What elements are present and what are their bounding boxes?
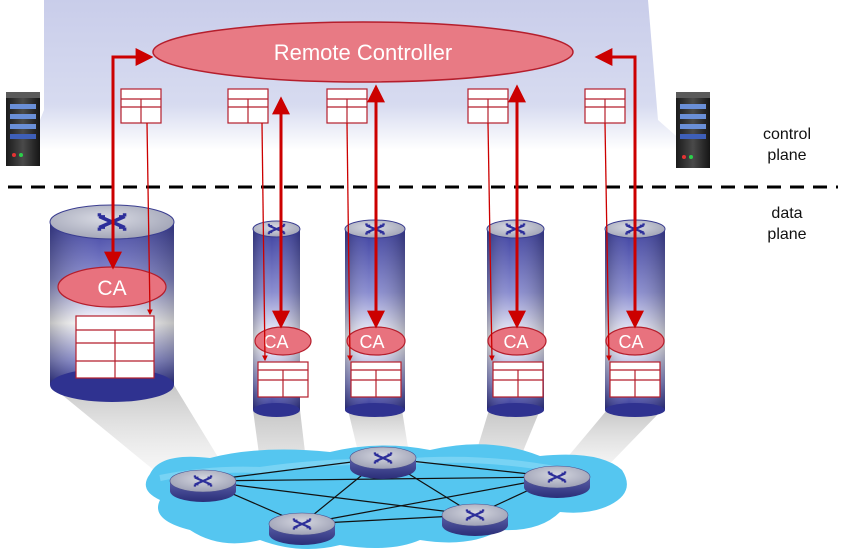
control-plane-label: control plane bbox=[742, 124, 832, 166]
flow-table bbox=[467, 88, 509, 124]
remote-controller-label: Remote Controller bbox=[274, 40, 453, 65]
data-plane-label-line1: data bbox=[771, 205, 803, 222]
control-channel-arrow bbox=[104, 48, 154, 270]
router-icon bbox=[349, 446, 417, 479]
remote-controller: Remote Controller bbox=[152, 21, 574, 83]
control-channels bbox=[104, 48, 644, 329]
router-icon bbox=[268, 512, 336, 545]
control-channel-arrow bbox=[594, 48, 644, 329]
flow-table bbox=[584, 88, 626, 124]
control-agent-label: CA bbox=[359, 332, 384, 352]
data-plane-label: data plane bbox=[742, 203, 832, 245]
control-agent-label: CA bbox=[97, 277, 126, 300]
flow-table bbox=[326, 88, 368, 124]
control-agent-label: CA bbox=[503, 332, 528, 352]
router-icon bbox=[523, 465, 591, 498]
router-cylinder: CA bbox=[486, 219, 547, 417]
control-plane-label-line2: plane bbox=[767, 147, 807, 164]
data-plane-label-line2: plane bbox=[767, 226, 807, 243]
flow-table-large bbox=[75, 315, 155, 379]
flow-table bbox=[120, 88, 162, 124]
server-icon bbox=[6, 92, 40, 166]
server-icon bbox=[676, 92, 710, 168]
flow-table bbox=[227, 88, 269, 124]
network-routers bbox=[169, 446, 591, 545]
router-cylinders: CA CA bbox=[252, 219, 666, 417]
control-agent-label: CA bbox=[618, 332, 643, 352]
control-agent-label: CA bbox=[263, 332, 288, 352]
control-plane-label-line1: control bbox=[762, 126, 812, 143]
router-icon bbox=[441, 503, 509, 536]
router-icon bbox=[169, 469, 237, 502]
